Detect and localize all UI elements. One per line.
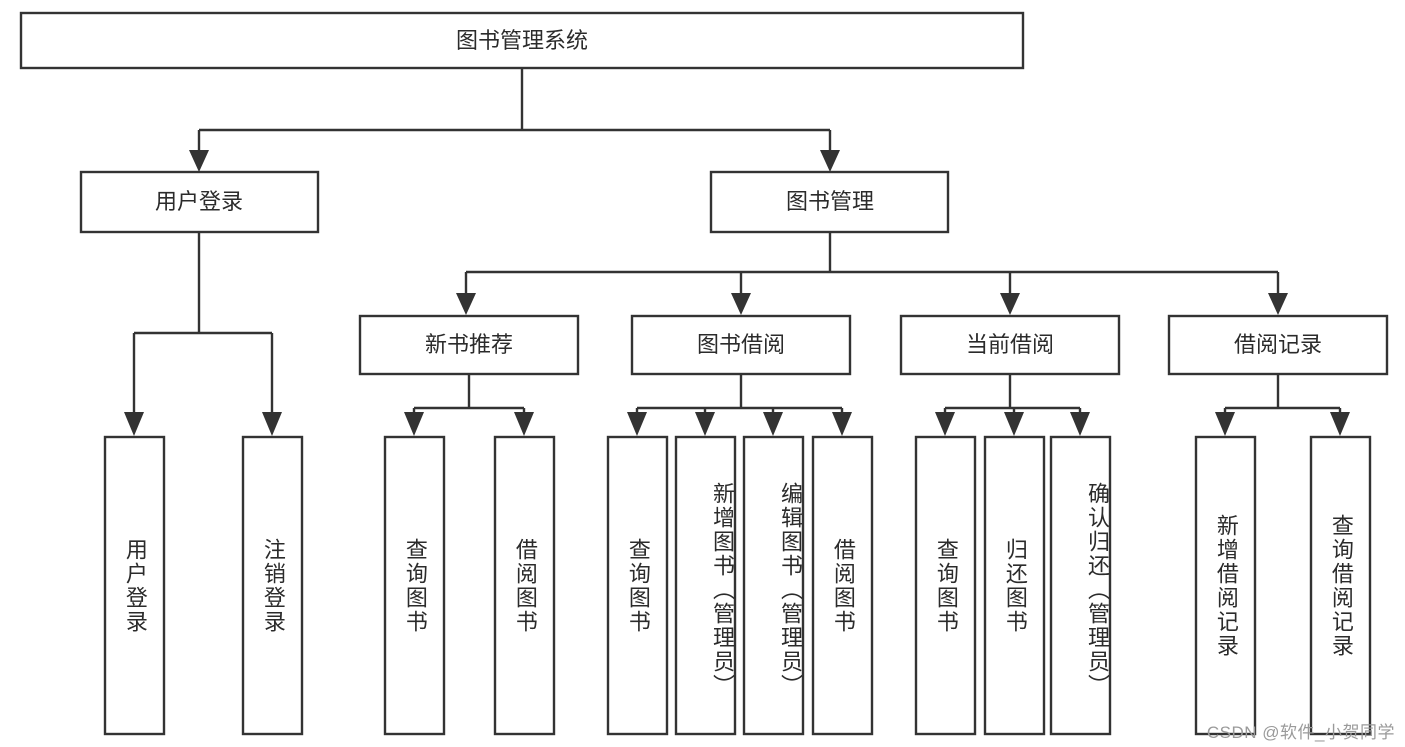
arrowhead-current (1000, 293, 1020, 315)
node-bookmgmt-label: 图书管理 (786, 189, 874, 214)
node-records-label: 借阅记录 (1234, 332, 1322, 357)
watermark-text: CSDN @软件_小贺同学 (1206, 723, 1395, 742)
node-leaf12-box[interactable] (1194, 435, 1257, 736)
arrowhead-records (1268, 293, 1288, 315)
node-newbook[interactable]: 新书推荐 (358, 314, 580, 376)
node-current[interactable]: 当前借阅 (899, 314, 1121, 376)
node-current-box[interactable] (899, 314, 1121, 376)
node-leaf10-box[interactable] (983, 435, 1046, 736)
node-login[interactable]: 用户登录 (79, 170, 320, 234)
node-leaf9-box[interactable] (914, 435, 977, 736)
arrowhead-leaf8 (832, 412, 852, 436)
node-leaf8-box[interactable] (811, 435, 874, 736)
node-root[interactable]: 图书管理系统 (19, 11, 1025, 70)
node-leaf3-box[interactable] (383, 435, 446, 736)
node-borrow[interactable]: 图书借阅 (630, 314, 852, 376)
arrowhead-leaf9 (935, 412, 955, 436)
node-leaf2-box[interactable] (241, 435, 304, 736)
arrowhead-login (189, 150, 209, 172)
arrowhead-leaf10 (1004, 412, 1024, 436)
arrowhead-leaf2 (262, 412, 282, 436)
node-newbook-box[interactable] (358, 314, 580, 376)
arrowhead-leaf6 (695, 412, 715, 436)
node-leaf6-box[interactable] (674, 435, 737, 736)
arrowhead-leaf1 (124, 412, 144, 436)
arrowhead-leaf5 (627, 412, 647, 436)
node-bookmgmt[interactable]: 图书管理 (709, 170, 950, 234)
node-current-label: 当前借阅 (966, 332, 1054, 357)
node-records-box[interactable] (1167, 314, 1389, 376)
arrowhead-leaf7 (763, 412, 783, 436)
arrowhead-newbook (456, 293, 476, 315)
arrowhead-borrow (731, 293, 751, 315)
node-newbook-label: 新书推荐 (425, 332, 513, 357)
node-records[interactable]: 借阅记录 (1167, 314, 1389, 376)
node-root-box[interactable] (19, 11, 1025, 70)
node-root-label: 图书管理系统 (456, 28, 588, 53)
node-leaf5-box[interactable] (606, 435, 669, 736)
arrowhead-leaf3 (404, 412, 424, 436)
node-borrow-box[interactable] (630, 314, 852, 376)
node-leaf4-box[interactable] (493, 435, 556, 736)
leaf-box-layer[interactable] (103, 435, 1372, 736)
node-login-label: 用户登录 (155, 189, 243, 214)
arrowhead-leaf12 (1215, 412, 1235, 436)
node-leaf11-box[interactable] (1049, 435, 1112, 736)
arrowhead-leaf11 (1070, 412, 1090, 436)
node-borrow-label: 图书借阅 (697, 332, 785, 357)
node-leaf7-box[interactable] (742, 435, 805, 736)
node-login-box[interactable] (79, 170, 320, 234)
node-bookmgmt-box[interactable] (709, 170, 950, 234)
node-leaf13-box[interactable] (1309, 435, 1372, 736)
arrowhead-leaf4 (514, 412, 534, 436)
arrowhead-bookmgmt (820, 150, 840, 172)
connector-layer (124, 68, 1350, 436)
arrowhead-leaf13 (1330, 412, 1350, 436)
node-leaf1-box[interactable] (103, 435, 166, 736)
